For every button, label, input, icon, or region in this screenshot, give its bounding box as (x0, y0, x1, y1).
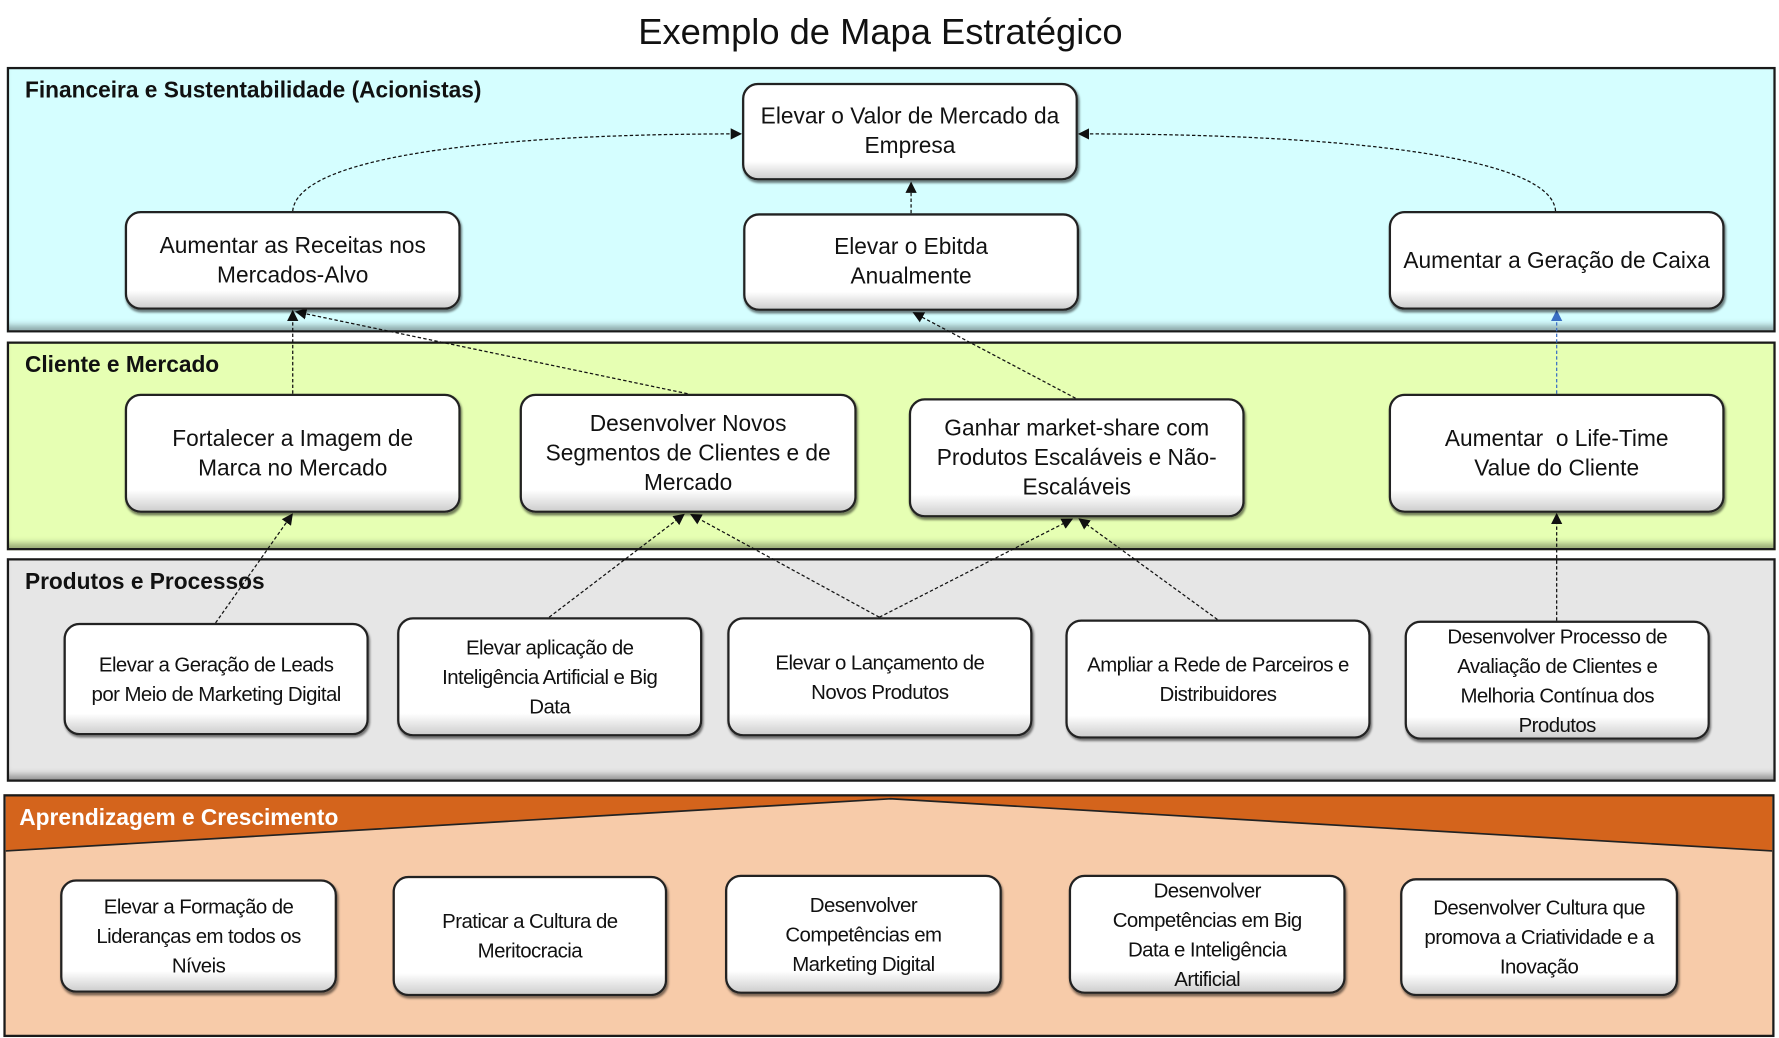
objective-criatividade: Desenvolver Cultura que promova a Criati… (1400, 878, 1679, 997)
objective-ebitda: Elevar o Ebitda Anualmente (743, 213, 1080, 311)
objective-competencias-bigdata: Desenvolver Competências em Big Data e I… (1068, 874, 1346, 994)
objective-meritocracia: Praticar a Cultura de Meritocracia (392, 875, 668, 997)
objective-parceiros: Ampliar a Rede de Parceiros e Distribuid… (1065, 619, 1371, 739)
band-label-aprendizagem: Aprendizagem e Crescimento (19, 805, 339, 831)
band-label-produtos: Produtos e Processos (24, 569, 265, 595)
objective-avaliacao-clientes: Desenvolver Processo de Avaliação de Cli… (1404, 620, 1710, 740)
page-title: Exemplo de Mapa Estratégico (638, 11, 1123, 53)
band-label-financeira: Financeira e Sustentabilidade (Acionista… (24, 78, 482, 104)
objective-ia-bigdata: Elevar aplicação de Inteligência Artific… (397, 617, 703, 737)
objective-liderancas: Elevar a Formação de Lideranças em todos… (60, 879, 337, 993)
objective-valor-mercado: Elevar o Valor de Mercado da Empresa (742, 82, 1078, 181)
objective-imagem-marca: Fortalecer a Imagem de Marca no Mercado (124, 393, 461, 513)
band-header-roof (5, 796, 1773, 852)
objective-market-share: Ganhar market-share com Produtos Escaláv… (908, 398, 1245, 518)
band-label-cliente: Cliente e Mercado (24, 352, 220, 378)
objective-novos-segmentos: Desenvolver Novos Segmentos de Clientes … (519, 393, 857, 513)
objective-leads: Elevar a Geração de Leads por Meio de Ma… (63, 622, 369, 736)
objective-lifetime-value: Aumentar o Life-Time Value do Cliente (1388, 393, 1725, 513)
objective-receitas: Aumentar as Receitas nos Mercados-Alvo (124, 211, 461, 310)
objective-lancamento: Elevar o Lançamento de Novos Produtos (727, 617, 1033, 737)
objective-competencias-marketing: Desenvolver Competências em Marketing Di… (725, 874, 1002, 994)
objective-caixa: Aumentar a Geração de Caixa (1388, 211, 1725, 310)
